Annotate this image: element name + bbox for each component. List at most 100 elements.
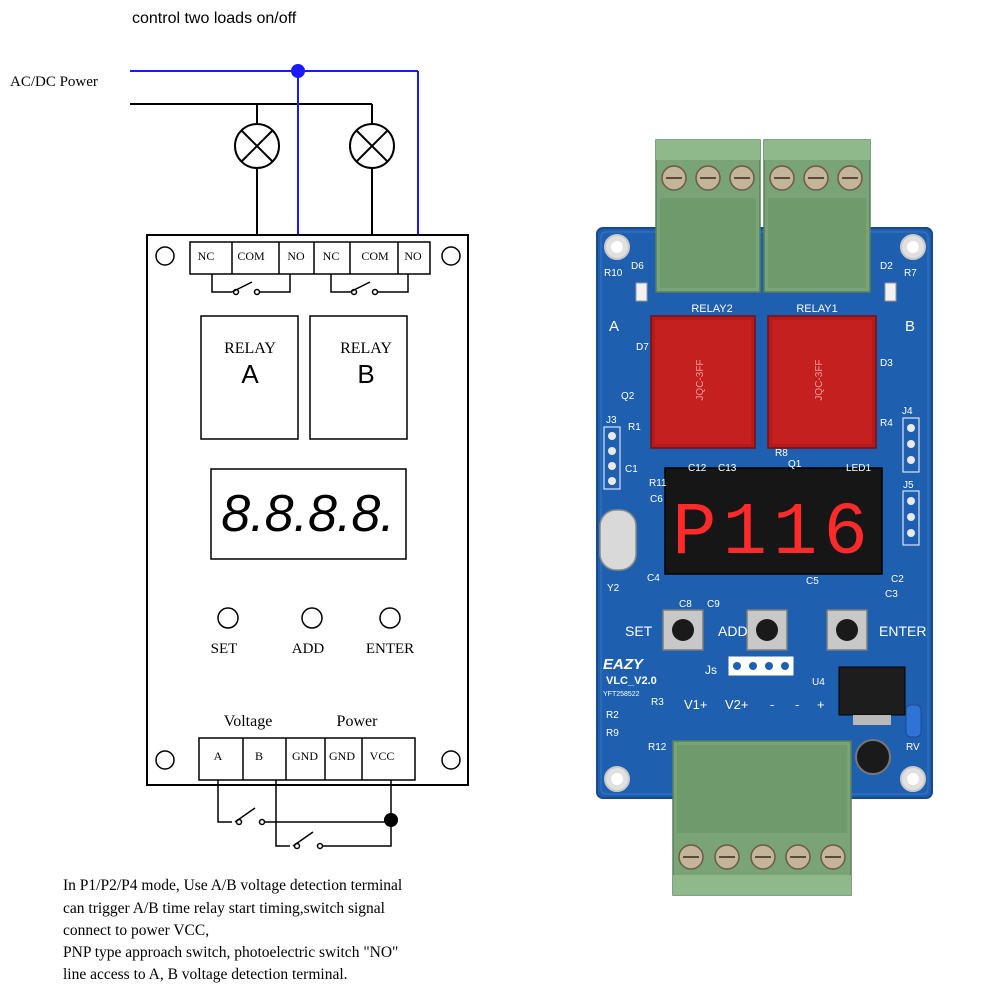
silk-label: C13 — [718, 463, 737, 474]
junction-dot — [384, 813, 398, 827]
silk-label: RV — [906, 742, 920, 753]
silk-label: C1 — [625, 464, 638, 475]
board-set-label: SET — [625, 623, 653, 639]
terminal-com: COM — [361, 249, 389, 263]
input-terminal-block — [672, 740, 852, 896]
lamp-icon — [349, 123, 395, 169]
relay-marking: JQC-3FF — [695, 359, 706, 400]
pin-header-j3 — [603, 426, 621, 490]
varistor-rv — [905, 704, 922, 738]
mount-hole — [900, 766, 926, 792]
silk-label: C12 — [688, 463, 707, 474]
js-header — [728, 656, 794, 676]
input-silk-label: + — [817, 697, 825, 712]
relay-terminal-strip — [189, 241, 431, 275]
silk-label: C9 — [707, 599, 720, 610]
silk-label: C3 — [885, 589, 898, 600]
board-serial: YFT258522 — [603, 691, 640, 698]
input-silk-label: - — [770, 697, 774, 712]
junction-dot — [291, 64, 305, 78]
silk-label: R3 — [651, 697, 664, 708]
pcb-board-photo: RELAY2 RELAY1 A B JQC-3FF JQC-3FF — [596, 139, 933, 896]
side-label-b: B — [905, 318, 915, 335]
silk-label: C8 — [679, 599, 692, 610]
silk-label: C6 — [650, 494, 663, 505]
mount-hole — [604, 234, 630, 260]
silk-label: C2 — [891, 574, 904, 585]
note-line: In P1/P2/P4 mode, Use A/B voltage detect… — [63, 877, 402, 894]
add-button[interactable] — [301, 607, 323, 629]
input-silk-label: - — [795, 697, 799, 712]
silk-label: R12 — [648, 742, 667, 753]
add-label: ADD — [292, 641, 325, 657]
board-add-label: ADD — [718, 623, 748, 639]
mount-hole — [900, 234, 926, 260]
silk-label: D3 — [880, 358, 893, 369]
note-line: can trigger A/B time relay start timing,… — [63, 900, 385, 917]
relay-a-letter: A — [241, 359, 259, 389]
mount-hole — [155, 750, 175, 770]
set-tactile-button[interactable] — [662, 609, 704, 651]
power-header: Power — [337, 713, 379, 730]
regulator-u4 — [838, 666, 906, 716]
power-label: AC/DC Power — [10, 74, 98, 90]
mount-hole — [604, 766, 630, 792]
led-display-text: P116 — [672, 492, 874, 576]
input-silk-label: V1+ — [684, 697, 708, 712]
relay-component: JQC-3FF — [650, 315, 756, 449]
silk-label: J5 — [903, 480, 914, 491]
note-line: connect to power VCC, — [63, 922, 209, 939]
silk-label: C5 — [806, 576, 819, 587]
mount-hole — [441, 246, 461, 266]
silk-label: D6 — [631, 261, 644, 272]
side-label-a: A — [609, 318, 619, 335]
add-tactile-button[interactable] — [746, 609, 788, 651]
silk-label: R8 — [775, 448, 788, 459]
terminal-com: COM — [237, 249, 265, 263]
enter-tactile-button[interactable] — [826, 609, 868, 651]
set-button[interactable] — [217, 607, 239, 629]
relay-b-letter: B — [357, 359, 374, 389]
silk-label: C4 — [647, 573, 660, 584]
led-display — [664, 467, 883, 575]
silk-label: J4 — [902, 406, 913, 417]
silk-label: Q1 — [788, 459, 802, 470]
relay-a-box — [200, 315, 299, 440]
relay-a-label: RELAY — [224, 340, 276, 357]
input-switch-wiring — [217, 780, 392, 850]
mount-hole — [155, 246, 175, 266]
note-text: In P1/P2/P4 mode, Use A/B voltage detect… — [63, 877, 402, 983]
enter-button[interactable] — [379, 607, 401, 629]
js-label: Js — [705, 663, 717, 677]
terminal-nc: NC — [198, 249, 215, 263]
lamp-icon — [234, 123, 280, 169]
power-wiring — [130, 64, 419, 243]
silk-label: R11 — [649, 478, 667, 489]
relay-marking: JQC-3FF — [814, 359, 825, 400]
relay1-silk-label: RELAY1 — [796, 303, 837, 315]
terminal-b: B — [255, 749, 263, 763]
set-label: SET — [211, 641, 238, 657]
relay-switch-symbol — [330, 274, 409, 296]
terminal-a: A — [214, 749, 223, 763]
crystal-component — [599, 509, 637, 571]
silk-label: LED1 — [846, 463, 871, 474]
relay2-silk-label: RELAY2 — [691, 303, 732, 315]
note-line: PNP type approach switch, photoelectric … — [63, 944, 398, 961]
diagram-title: control two loads on/off — [132, 10, 297, 27]
pin-header-j4 — [902, 417, 920, 473]
terminal-no: NO — [404, 249, 422, 263]
display-text: 8.8.8.8. — [221, 485, 394, 543]
terminal-gnd: GND — [292, 749, 318, 763]
js-pins — [733, 662, 789, 670]
silk-label: R7 — [904, 268, 917, 279]
board-brand: EAZY — [603, 656, 645, 673]
note-line: line access to A, B voltage detection te… — [63, 966, 348, 983]
electrolytic-capacitor — [855, 739, 891, 775]
regulator-tab — [853, 715, 891, 725]
silk-label: R10 — [604, 268, 623, 279]
led-indicator — [884, 282, 897, 302]
relay-terminal-block — [655, 139, 761, 293]
led-indicator — [635, 282, 648, 302]
silk-label: R9 — [606, 728, 619, 739]
